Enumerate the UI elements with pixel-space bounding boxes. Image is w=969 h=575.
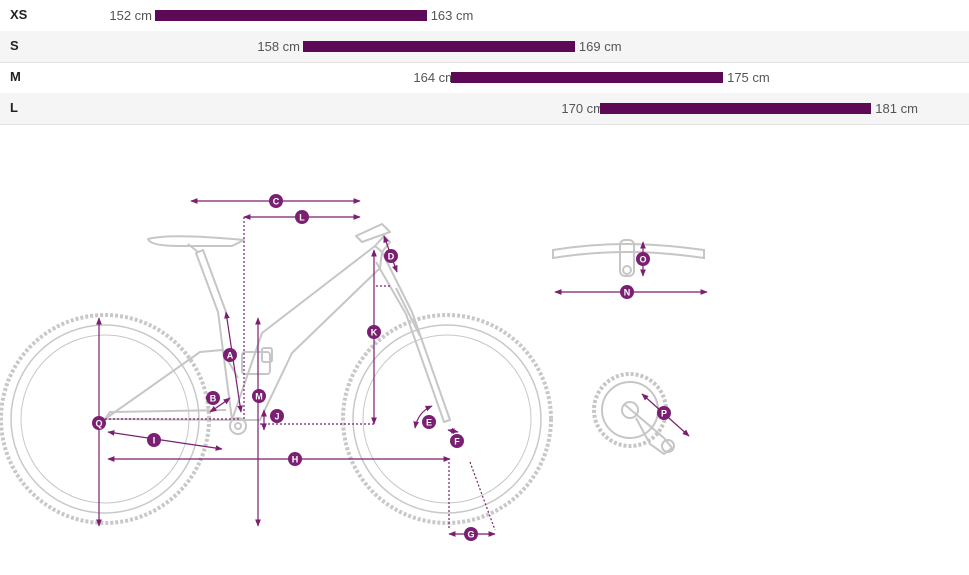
badge-label: M	[255, 392, 263, 402]
size-label: XS	[10, 7, 28, 22]
dimension-badge-c: C	[269, 194, 283, 208]
badge-label: O	[639, 255, 646, 265]
dimension-badge-e: E	[422, 415, 436, 429]
max-height-text: 181 cm	[875, 101, 918, 116]
front-wheel	[341, 313, 553, 525]
dimension-badge-g: G	[464, 527, 478, 541]
size-row-l: L 170 cm 181 cm	[0, 93, 969, 125]
badge-label: H	[292, 455, 299, 465]
height-range-bar	[599, 103, 872, 114]
dimension-badge-b: B	[206, 391, 220, 405]
badge-label: Q	[95, 419, 102, 429]
badge-label: C	[273, 197, 280, 207]
size-row-m: M 164 cm 175 cm	[0, 62, 969, 94]
min-height-text: 158 cm	[257, 39, 300, 54]
dimension-badge-j: J	[270, 409, 284, 423]
size-row-s: S 158 cm 169 cm	[0, 31, 969, 63]
bike-geometry-diagram: C L D O N K A M B J P Q E I F H G	[0, 194, 708, 541]
max-height-text: 169 cm	[578, 39, 622, 54]
dimension-badge-k: K	[367, 325, 381, 339]
badge-label: I	[153, 436, 156, 446]
min-height-text: 164 cm	[413, 70, 456, 85]
bike-frame	[104, 223, 451, 435]
max-height-text: 175 cm	[727, 70, 770, 85]
dimension-badge-f: F	[450, 434, 464, 448]
height-range-bar	[303, 41, 575, 52]
height-range-bar	[451, 72, 724, 83]
badge-label: D	[388, 252, 395, 262]
badge-label: A	[227, 351, 234, 361]
dimension-badge-l: L	[295, 210, 309, 224]
dimension-badge-q: Q	[92, 416, 106, 430]
size-label: L	[10, 100, 18, 115]
dimension-badge-n: N	[620, 285, 634, 299]
dimension-badge-a: A	[223, 348, 237, 362]
badge-label: K	[371, 328, 378, 338]
size-row-xs: XS 152 cm 163 cm	[0, 0, 969, 32]
badge-label: J	[274, 412, 279, 422]
min-height-text: 152 cm	[109, 8, 152, 23]
badge-label: B	[210, 394, 217, 404]
dimension-badge-m: M	[252, 389, 266, 403]
badge-label: L	[299, 213, 305, 223]
handlebar	[552, 239, 705, 277]
dimension-badge-o: O	[636, 252, 650, 266]
size-label: M	[10, 69, 21, 84]
size-label: S	[10, 38, 19, 53]
min-height-text: 170 cm	[561, 101, 604, 116]
dimension-badge-h: H	[288, 452, 302, 466]
dimension-badge-p: P	[657, 406, 671, 420]
dimension-badge-d: D	[384, 249, 398, 263]
measurement-lines	[96, 198, 708, 537]
badge-label: F	[454, 437, 460, 447]
badge-label: E	[426, 418, 432, 428]
badge-label: P	[661, 409, 667, 419]
badge-label: N	[624, 288, 631, 298]
max-height-text: 163 cm	[430, 8, 474, 23]
dimension-badge-i: I	[147, 433, 161, 447]
badge-label: G	[467, 530, 474, 540]
height-range-bar	[155, 10, 427, 21]
